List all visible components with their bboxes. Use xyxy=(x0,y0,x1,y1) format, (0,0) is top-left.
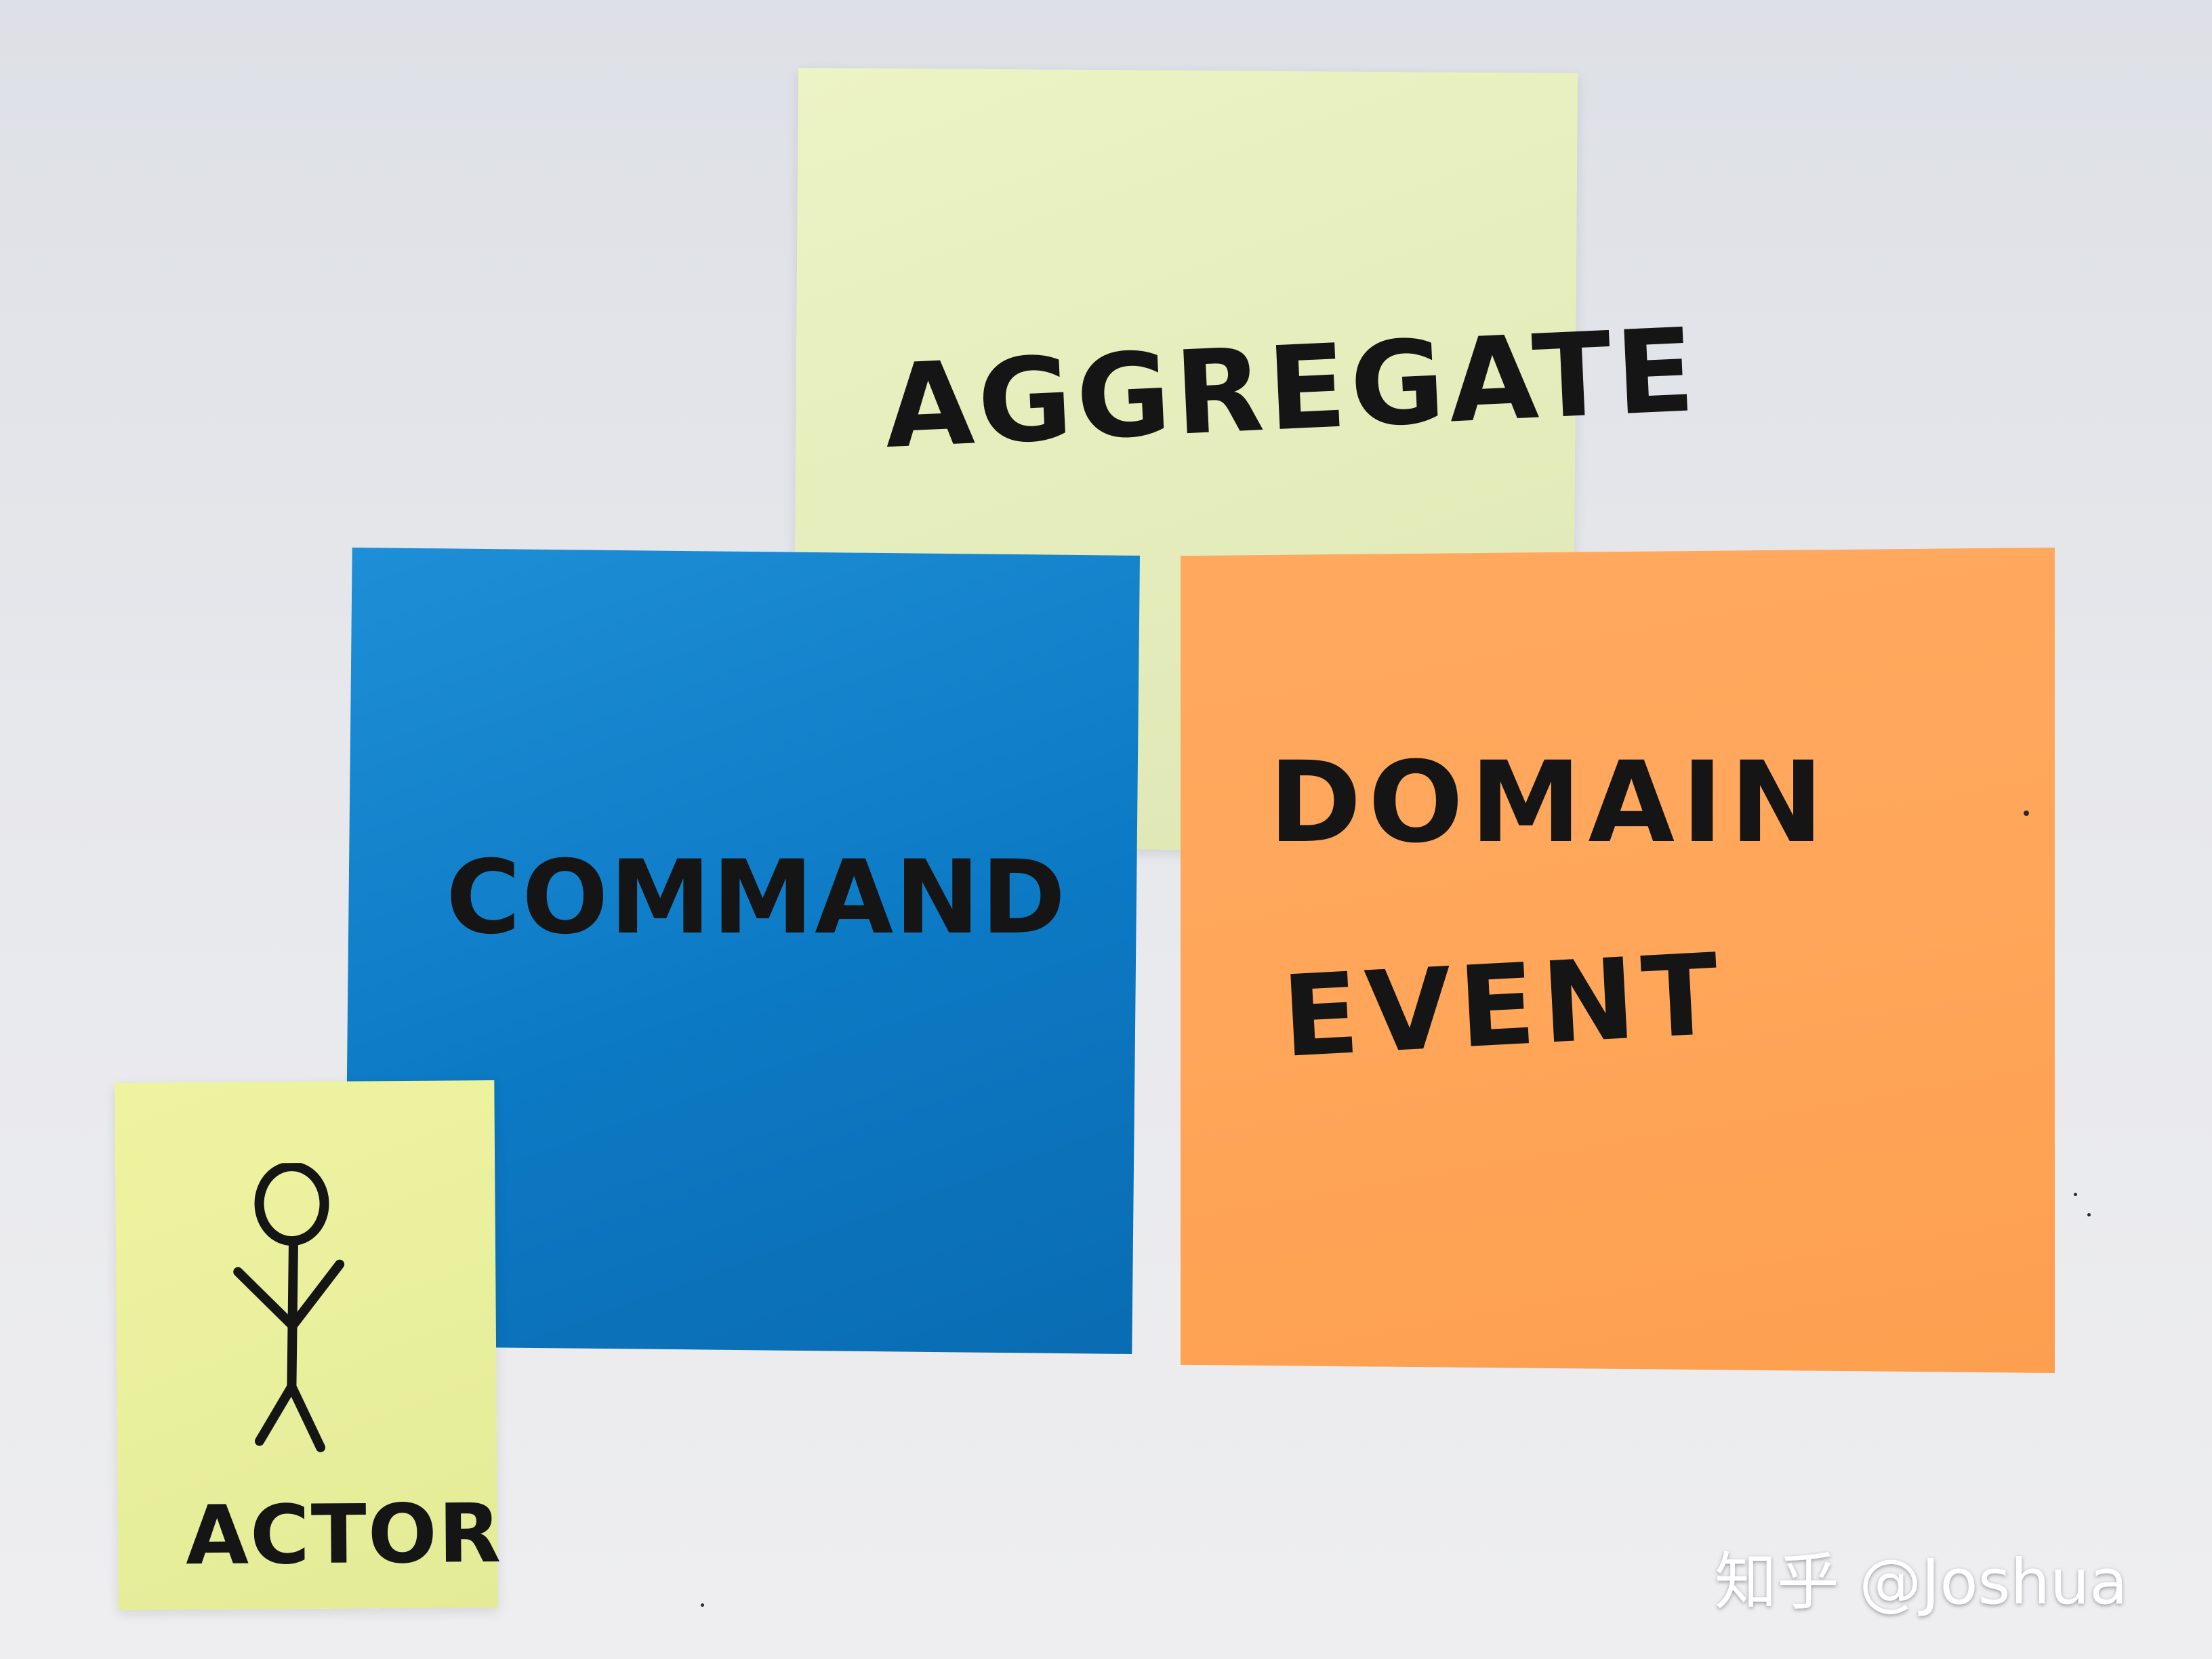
marker-speck xyxy=(701,1603,704,1607)
aggregate-label: AGGREGATE xyxy=(881,303,1702,475)
stick-figure-legs xyxy=(254,1382,326,1452)
zhihu-watermark: 知乎 @Joshua xyxy=(1715,1546,2128,1618)
marker-speck xyxy=(2087,1213,2091,1216)
marker-speck xyxy=(2074,1193,2077,1196)
stick-figure-head xyxy=(254,1162,329,1246)
command-label: COMMAND xyxy=(446,839,1067,957)
domain-event-label-line2: EVENT xyxy=(1279,929,1729,1082)
domain-event-sticky-note: DOMAIN EVENT xyxy=(1181,548,2055,1373)
domain-event-label-line1: DOMAIN xyxy=(1269,737,1830,867)
stick-figure-body xyxy=(287,1240,298,1392)
actor-sticky-note: ACTOR xyxy=(115,1080,503,1610)
marker-speck xyxy=(2024,811,2029,816)
stick-figure-icon xyxy=(233,1162,345,1452)
actor-label: ACTOR xyxy=(185,1486,503,1584)
stick-figure-arms xyxy=(233,1259,345,1331)
